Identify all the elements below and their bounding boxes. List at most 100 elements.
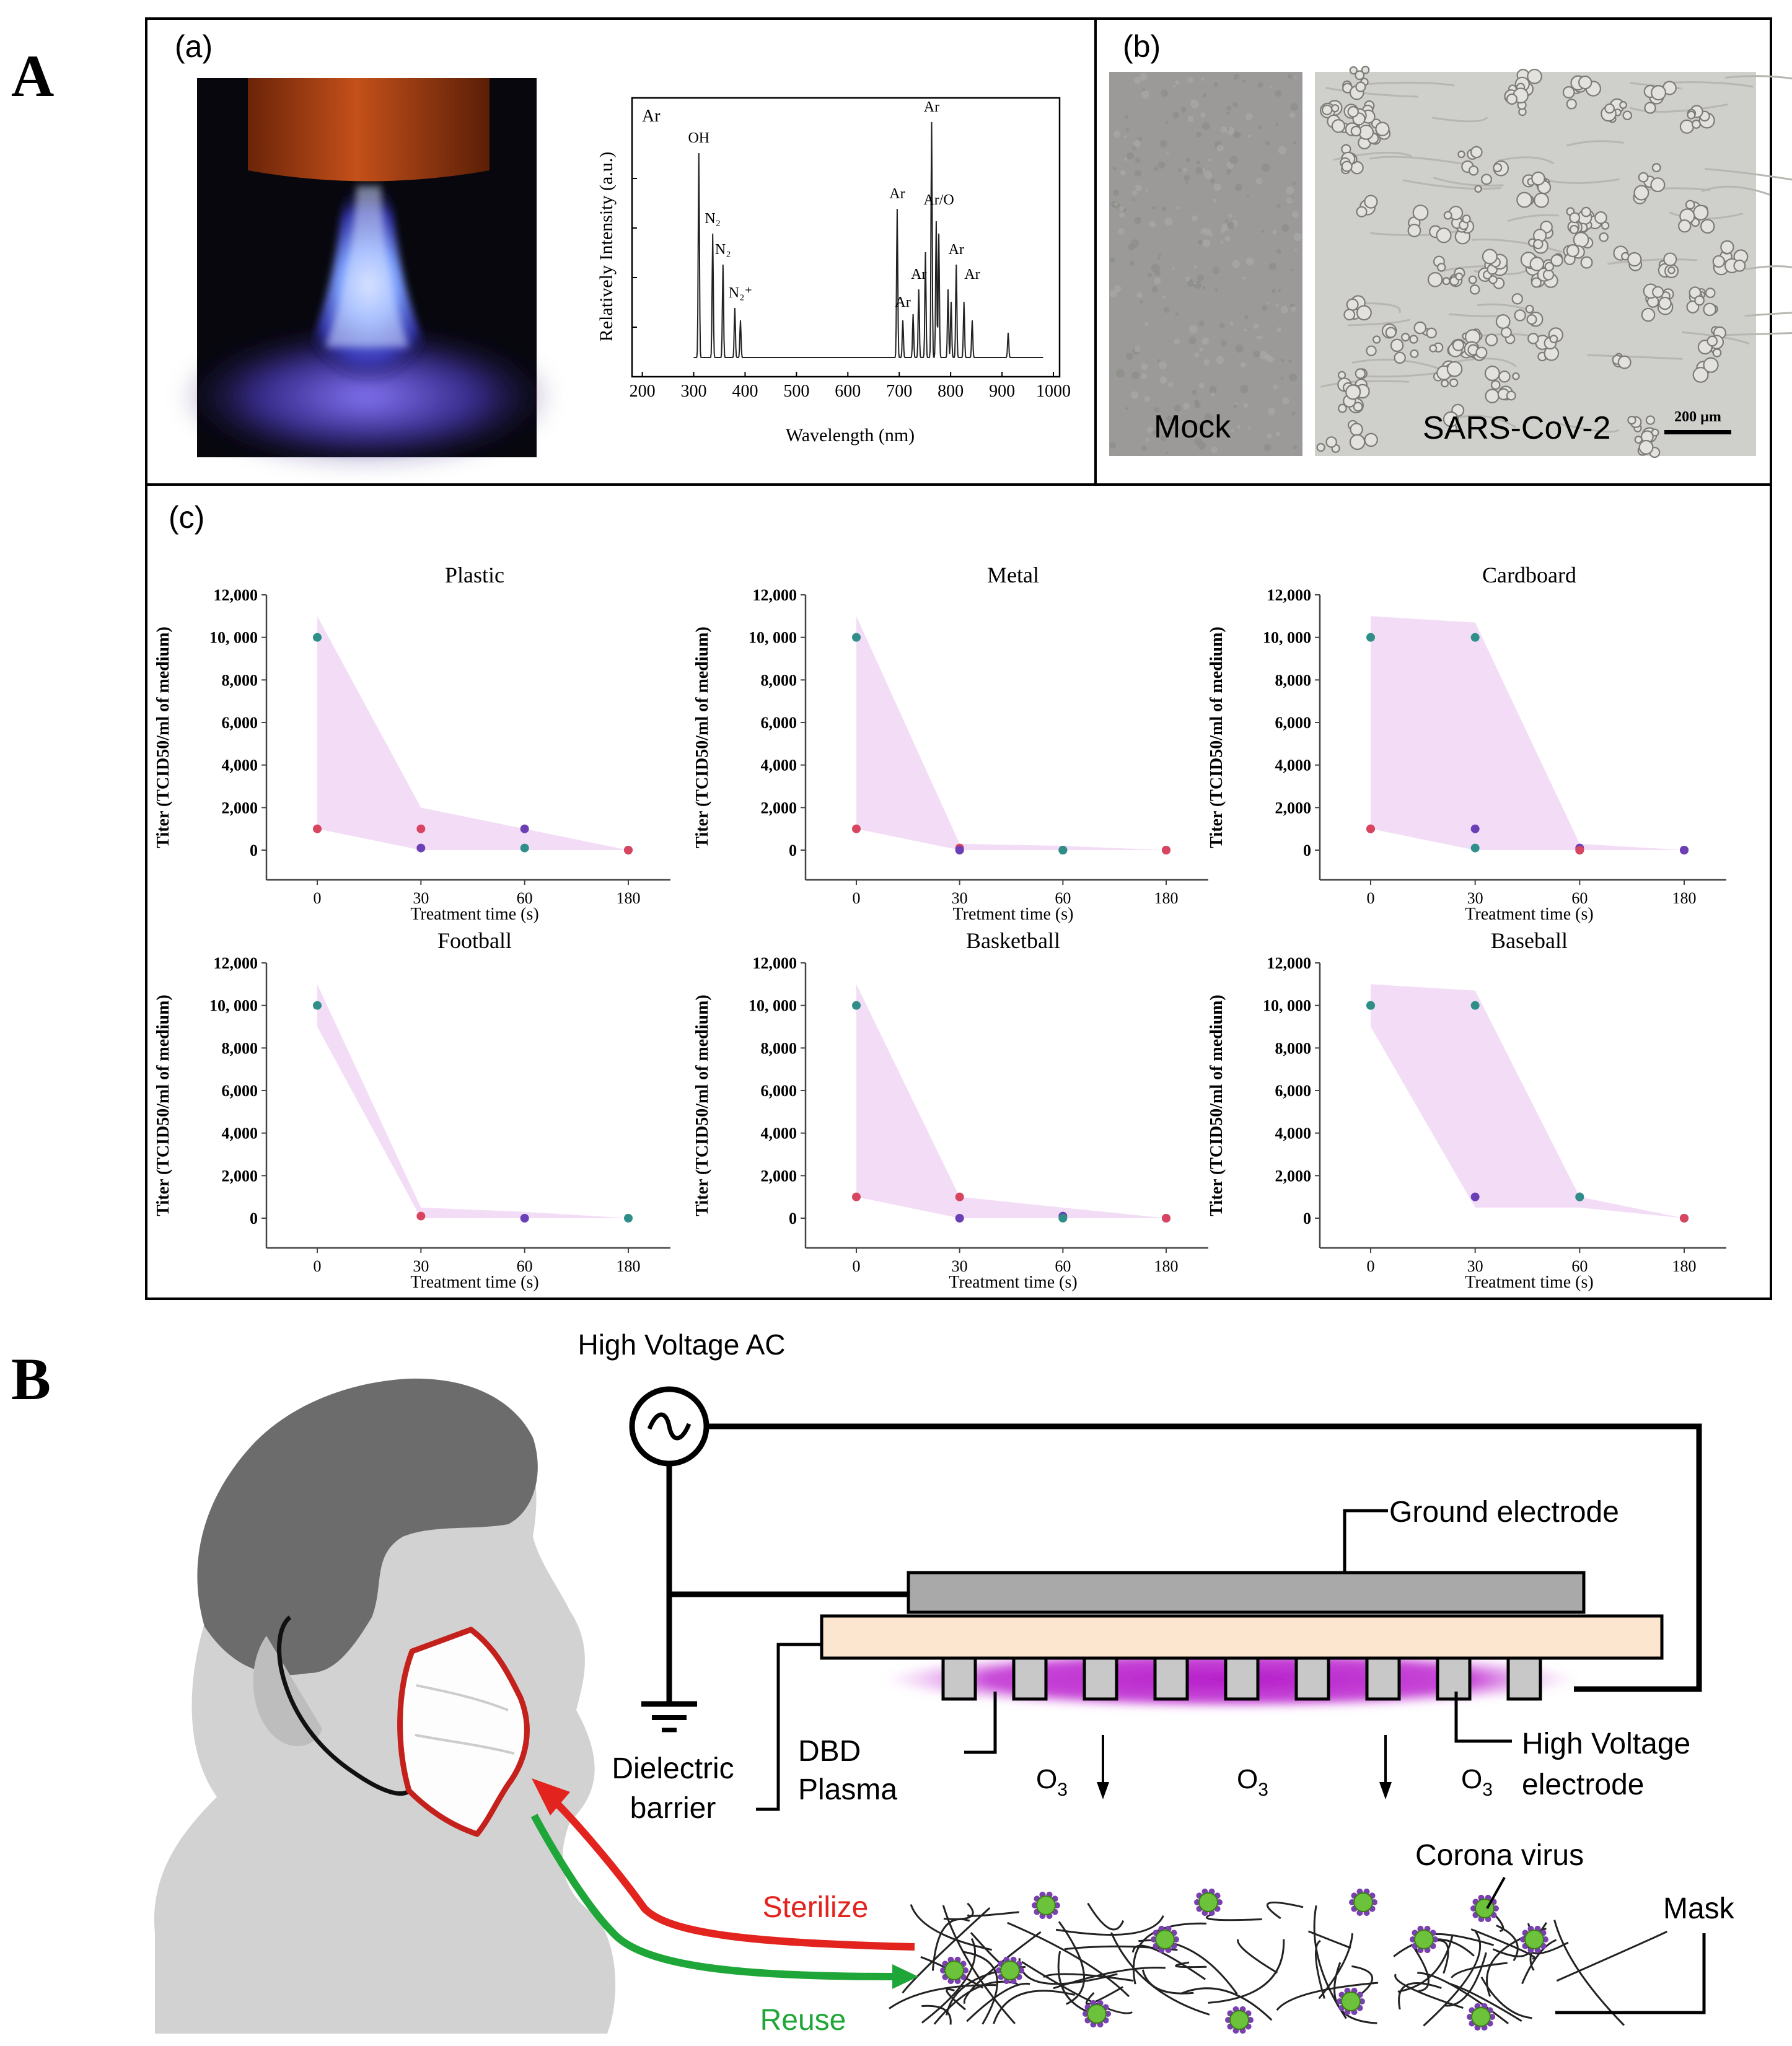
dbd-circuit: High Voltage AC Ground electrode Dielect… bbox=[578, 1328, 1702, 1825]
data-point bbox=[1470, 633, 1480, 642]
data-point bbox=[1470, 1192, 1480, 1201]
ozone-label-1: O3 bbox=[1036, 1764, 1068, 1800]
data-point bbox=[955, 846, 964, 854]
y-tick-label: 0 bbox=[789, 841, 797, 859]
coronavirus-icon bbox=[1194, 1888, 1223, 1916]
mock-label: Mock bbox=[1154, 409, 1231, 445]
dbd-label-1: DBD bbox=[798, 1735, 861, 1768]
down-arrow-icon bbox=[1379, 1735, 1392, 1799]
spectrum-xtick-label: 400 bbox=[732, 382, 758, 401]
range-band bbox=[1371, 984, 1684, 1218]
x-tick-label: 30 bbox=[413, 1257, 429, 1275]
spectrum-xtick-label: 1000 bbox=[1036, 382, 1071, 401]
spectrum-tag: Ar bbox=[642, 107, 661, 126]
x-axis-label: Treatment time (s) bbox=[410, 1273, 538, 1292]
coronavirus-icon bbox=[1225, 2006, 1254, 2034]
high-voltage-electrodes bbox=[941, 1656, 1542, 1701]
x-tick-label: 60 bbox=[517, 1257, 533, 1275]
panel-a-frame bbox=[145, 17, 1772, 1300]
hv-electrode-block bbox=[1294, 1656, 1330, 1701]
titer-charts: 12,000 10, 000 8,000 6,000 4,000 2,000 0 0 30 60 1… bbox=[154, 563, 1726, 1292]
x-tick-label: 60 bbox=[1571, 889, 1588, 907]
hv-electrode-block bbox=[1153, 1656, 1189, 1701]
spectrum-xtick-label: 700 bbox=[886, 382, 912, 401]
spectrum-peak-label: N₂ bbox=[705, 211, 721, 227]
spectrum-xtick-label: 500 bbox=[783, 382, 809, 401]
spectrum-trace bbox=[693, 121, 1043, 359]
virus-label: Corona virus bbox=[1415, 1839, 1584, 1872]
x-tick-label: 0 bbox=[314, 1257, 322, 1275]
face-mask bbox=[397, 1627, 530, 1837]
x-tick-label: 0 bbox=[1367, 889, 1375, 907]
spectrum-xtick-label: 800 bbox=[938, 382, 964, 401]
scalebar-label: 200 µm bbox=[1674, 409, 1721, 425]
y-tick-label: 6,000 bbox=[222, 714, 258, 732]
spectrum-peak-label: N₂ bbox=[715, 242, 731, 258]
data-point bbox=[1470, 843, 1480, 853]
x-tick-label: 180 bbox=[1672, 1257, 1697, 1275]
y-tick-label: 0 bbox=[1303, 841, 1311, 859]
reuse-label: Reuse bbox=[760, 2004, 846, 2037]
hv-electrode-block bbox=[1506, 1656, 1542, 1701]
data-point bbox=[1470, 1001, 1480, 1010]
y-tick-label: 10, 000 bbox=[749, 997, 797, 1015]
coronavirus-icon bbox=[1520, 1925, 1548, 1954]
x-tick-label: 0 bbox=[853, 1257, 861, 1275]
y-tick-label: 0 bbox=[250, 841, 258, 859]
x-tick-label: 30 bbox=[952, 889, 968, 907]
sars-cov-2-label: SARS-CoV-2 bbox=[1423, 410, 1610, 446]
svg-text:O3: O3 bbox=[1237, 1764, 1268, 1800]
y-tick-label: 12,000 bbox=[1267, 954, 1312, 972]
spectrum-frame bbox=[631, 97, 1061, 378]
mask-fiber-layer: Corona virus Mask bbox=[889, 1839, 1735, 2034]
dielectric-barrier bbox=[820, 1614, 1664, 1660]
y-tick-label: 2,000 bbox=[222, 799, 258, 817]
x-tick-label: 0 bbox=[1367, 1257, 1375, 1275]
y-tick-label: 2,000 bbox=[761, 799, 797, 817]
x-tick-label: 180 bbox=[1154, 889, 1179, 907]
y-tick-label: 8,000 bbox=[761, 1039, 797, 1057]
y-tick-label: 0 bbox=[250, 1210, 258, 1227]
data-point bbox=[624, 846, 633, 854]
chart-title: Baseball bbox=[1491, 928, 1568, 953]
x-axis-label: Treatment time (s) bbox=[949, 1273, 1077, 1292]
spectrum-peak-label: Ar bbox=[895, 294, 910, 310]
y-tick-label: 4,000 bbox=[222, 1125, 258, 1143]
chart-title: Football bbox=[437, 928, 512, 953]
data-point bbox=[1470, 824, 1480, 833]
x-tick-label: 30 bbox=[1467, 1257, 1483, 1275]
coronavirus-icon bbox=[1410, 1925, 1438, 1954]
spectrum-xtick-label: 900 bbox=[989, 382, 1015, 401]
y-tick-label: 6,000 bbox=[1275, 1082, 1312, 1100]
x-axis-label: Treatment time (s) bbox=[1465, 905, 1593, 924]
coronavirus-icon bbox=[1083, 2000, 1111, 2028]
sterilize-label: Sterilize bbox=[763, 1891, 869, 1924]
subpanel-label-c: (c) bbox=[169, 500, 204, 535]
y-tick-label: 8,000 bbox=[222, 671, 258, 689]
spectrum-peak-label: Ar bbox=[924, 99, 939, 115]
range-band bbox=[856, 984, 1166, 1218]
x-tick-label: 0 bbox=[853, 889, 861, 907]
y-tick-label: 12,000 bbox=[753, 586, 797, 604]
spectrum-peak-label: Ar bbox=[911, 266, 926, 283]
plasma-jet-photo bbox=[181, 78, 553, 465]
x-tick-label: 0 bbox=[314, 889, 322, 907]
data-point bbox=[313, 633, 322, 642]
coronavirus-icon bbox=[1337, 1987, 1365, 2016]
x-tick-label: 30 bbox=[413, 889, 429, 907]
spectrum-peak-label: Ar/O bbox=[923, 192, 954, 208]
y-tick-label: 10, 000 bbox=[209, 629, 258, 647]
data-point bbox=[1575, 1192, 1584, 1201]
y-tick-label: 2,000 bbox=[761, 1167, 797, 1185]
x-tick-label: 30 bbox=[952, 1257, 968, 1275]
y-tick-label: 8,000 bbox=[761, 671, 797, 689]
y-tick-label: 12,000 bbox=[753, 954, 797, 972]
sterilize-arrow: Sterilize bbox=[532, 1778, 915, 1951]
y-tick-label: 10, 000 bbox=[1263, 629, 1311, 647]
y-tick-label: 0 bbox=[789, 1210, 797, 1227]
y-tick-label: 12,000 bbox=[214, 954, 258, 972]
